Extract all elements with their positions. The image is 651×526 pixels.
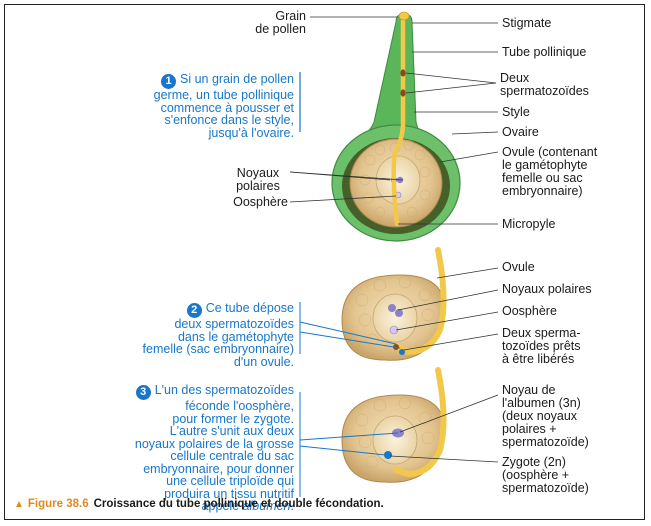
sperm-cell <box>400 69 405 76</box>
sperm-cell <box>400 89 405 96</box>
ovule-bottom-illustration <box>342 370 445 482</box>
step-number-1: 1 <box>161 74 176 89</box>
label-two-sperm-middle: Deux sperma- tozoïdes prêts à être libér… <box>502 327 581 366</box>
label-egg-middle: Oosphère <box>502 305 557 318</box>
label-polar-nuclei-middle: Noyaux polaires <box>502 283 592 296</box>
label-ovary: Ovaire <box>502 126 539 139</box>
label-two-sperm: Deux spermatozoïdes <box>500 72 589 98</box>
step-number-2: 2 <box>187 303 202 318</box>
label-stigma: Stigmate <box>502 17 551 30</box>
label-endosperm-nucleus: Noyau de l'albumen (3n) (deux noyaux pol… <box>502 384 589 449</box>
label-pollen-grain: Grain de pollen <box>242 10 306 36</box>
label-style: Style <box>502 106 530 119</box>
figure-caption: ▲ Figure 38.6 Croissance du tube polliniqu… <box>14 498 384 510</box>
label-egg-top: Oosphère <box>208 196 288 209</box>
label-pollen-tube: Tube pollinique <box>502 46 586 59</box>
figure-number: Figure 38.6 <box>28 498 89 510</box>
figure-title: Croissance du tube pollinique et double … <box>94 498 384 510</box>
embryo-sac-middle <box>373 294 417 342</box>
pollen-grain <box>399 12 409 20</box>
polar-nucleus <box>388 304 396 312</box>
ovary-illustration <box>332 12 460 241</box>
triangle-icon: ▲ <box>14 499 24 510</box>
label-ovule-top: Ovule (contenant le gamétophyte femelle … <box>502 146 597 198</box>
style <box>360 14 426 138</box>
label-ovule-middle: Ovule <box>502 261 535 274</box>
step-number-3: 3 <box>136 385 151 400</box>
label-micropyle: Micropyle <box>502 218 556 231</box>
label-zygote: Zygote (2n) (oosphère + spermatozoïde) <box>502 456 589 495</box>
label-polar-nuclei-top: Noyaux polaires <box>228 167 288 193</box>
